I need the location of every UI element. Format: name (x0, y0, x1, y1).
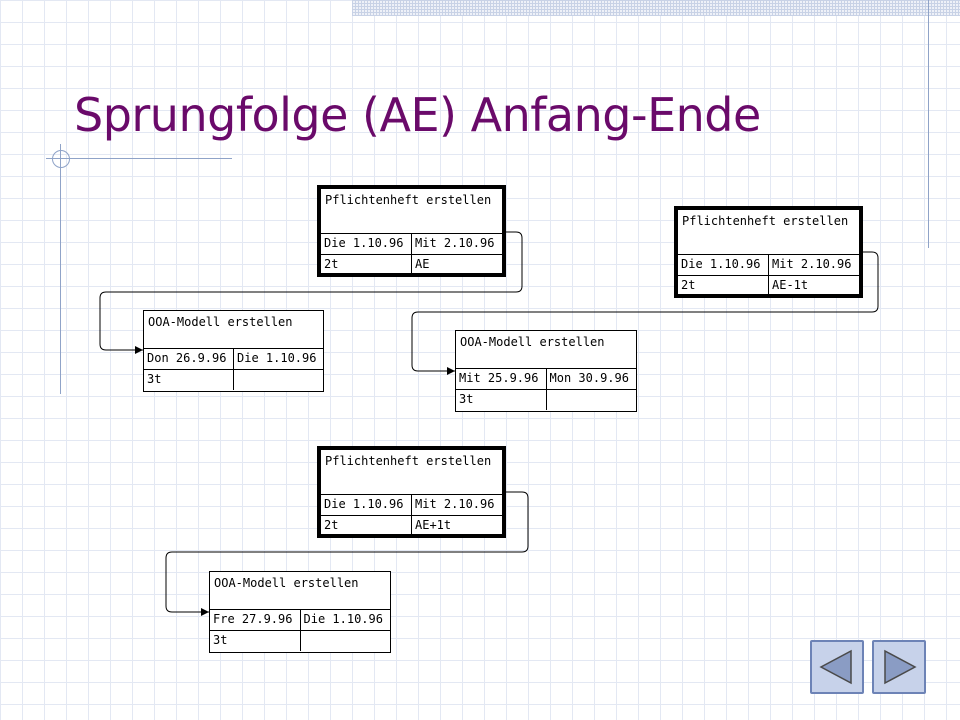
task-box-ooa-3: OOA-Modell erstellen Fre 27.9.96 Die 1.1… (209, 571, 391, 653)
task-extra (234, 370, 323, 390)
task-box-pflichtenheft-1: Pflichtenheft erstellen Die 1.10.96 Mit … (317, 185, 506, 277)
previous-slide-button[interactable] (810, 640, 864, 694)
task-duration: 2t (321, 516, 412, 536)
task-start: Die 1.10.96 (678, 255, 769, 275)
next-slide-button[interactable] (872, 640, 926, 694)
task-name: OOA-Modell erstellen (456, 331, 636, 369)
task-end: Mon 30.9.96 (549, 371, 629, 385)
task-name: Pflichtenheft erstellen (321, 189, 502, 234)
task-duration: 2t (678, 276, 769, 296)
task-end: Mit 2.10.96 (415, 236, 495, 250)
task-relation: AE-1t (772, 278, 809, 292)
task-box-ooa-2: OOA-Modell erstellen Mit 25.9.96 Mon 30.… (455, 330, 637, 412)
task-name: OOA-Modell erstellen (210, 572, 390, 610)
task-extra (547, 390, 637, 410)
task-duration: 2t (321, 255, 412, 275)
connector-ae-plus-1t (165, 491, 529, 616)
connector-ae-minus-1t (411, 251, 879, 375)
task-start: Fre 27.9.96 (210, 610, 301, 630)
task-name: OOA-Modell erstellen (144, 311, 323, 349)
task-start: Die 1.10.96 (321, 234, 412, 254)
task-start: Don 26.9.96 (144, 349, 234, 369)
task-end: Mit 2.10.96 (772, 257, 852, 271)
task-name: Pflichtenheft erstellen (321, 450, 502, 495)
task-end: Mit 2.10.96 (415, 497, 495, 511)
top-decorative-band (352, 0, 960, 16)
triangle-left-icon (819, 649, 852, 685)
task-relation: AE+1t (415, 518, 452, 532)
task-extra (301, 631, 391, 651)
task-end: Die 1.10.96 (303, 612, 383, 626)
task-start: Mit 25.9.96 (456, 369, 547, 389)
slide-title: Sprungfolge (AE) Anfang-Ende (74, 88, 761, 142)
triangle-right-icon (884, 649, 917, 685)
task-duration: 3t (144, 370, 234, 390)
title-underline (46, 158, 232, 159)
task-relation: AE (415, 257, 430, 271)
decorative-circle (52, 150, 70, 168)
connector-ae (99, 231, 523, 354)
task-start: Die 1.10.96 (321, 495, 412, 515)
task-duration: 3t (210, 631, 301, 651)
left-vertical-line (60, 144, 61, 394)
task-box-pflichtenheft-3: Pflichtenheft erstellen Die 1.10.96 Mit … (317, 446, 506, 538)
task-end: Die 1.10.96 (237, 351, 317, 365)
task-name: Pflichtenheft erstellen (678, 210, 859, 255)
task-box-pflichtenheft-2: Pflichtenheft erstellen Die 1.10.96 Mit … (674, 206, 863, 298)
task-duration: 3t (456, 390, 547, 410)
right-vertical-line (928, 0, 929, 248)
task-box-ooa-1: OOA-Modell erstellen Don 26.9.96 Die 1.1… (143, 310, 324, 392)
